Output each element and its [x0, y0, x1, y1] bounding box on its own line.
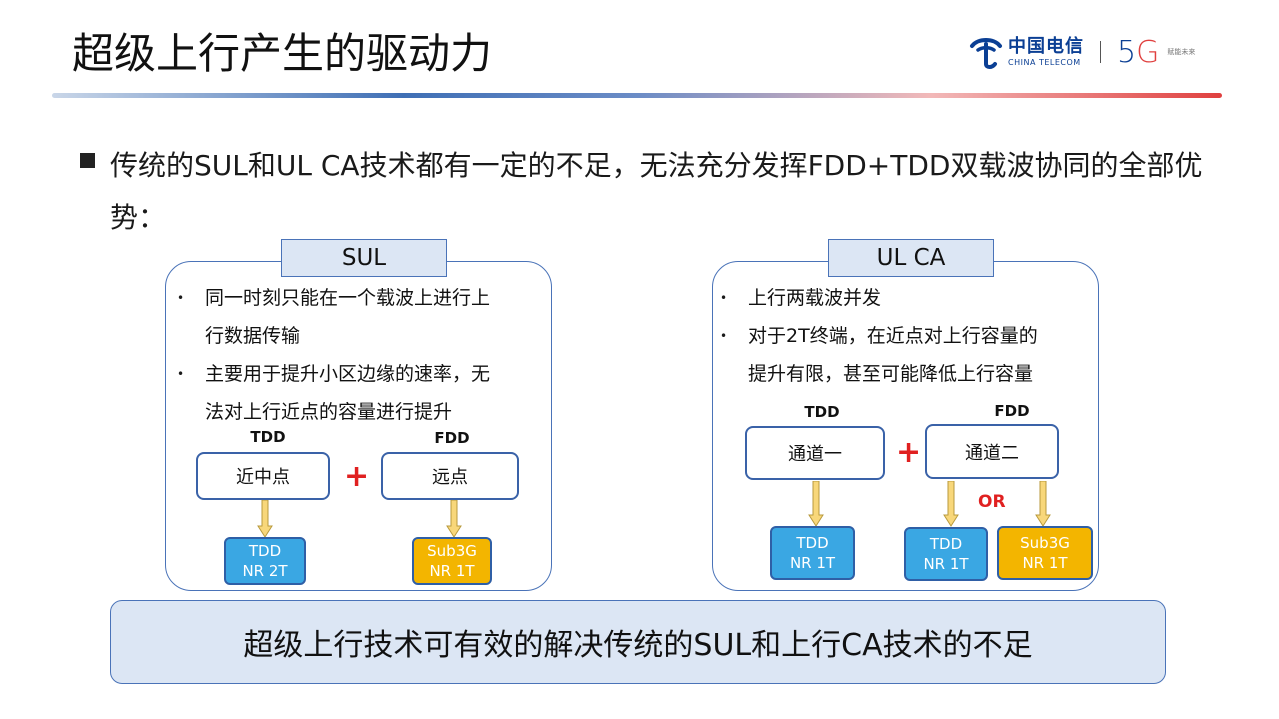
ulca-chip-sub3g: Sub3G NR 1T [997, 526, 1093, 580]
sul-panel [165, 261, 552, 591]
ulca-chip-tdd-b-line2: NR 1T [923, 555, 969, 573]
ulca-label-fdd: FDD [994, 402, 1030, 420]
ulca-chip-sub3g-line2: NR 1T [1022, 554, 1068, 572]
down-arrow-icon [943, 481, 959, 527]
logo-5g: 5G [1117, 35, 1159, 70]
ulca-bullet-1: 上行两载波并发 [748, 279, 1093, 317]
plus-icon: + [896, 435, 922, 470]
header-divider [52, 93, 1222, 98]
sul-node-near: 近中点 [196, 452, 330, 500]
summary-box: 超级上行技术可有效的解决传统的SUL和上行CA技术的不足 [110, 600, 1166, 684]
sul-label-fdd: FDD [434, 429, 470, 447]
ulca-node-channel-2: 通道二 [925, 424, 1059, 479]
ulca-bullet-2-line2: 提升有限，甚至可能降低上行容量 [748, 363, 1034, 385]
intro-text: 传统的SUL和UL CA技术都有一定的不足，无法充分发挥FDD+TDD双载波协同… [110, 149, 1203, 234]
sul-bullet-2-line2: 法对上行近点的容量进行提升 [205, 401, 453, 423]
bullet-dot-icon: • [720, 329, 728, 343]
sul-bullet-1: 同一时刻只能在一个载波上进行上 行数据传输 [205, 279, 550, 355]
ulca-node-channel-1: 通道一 [745, 426, 885, 480]
sul-chip-tdd-line2: NR 2T [242, 562, 288, 580]
ulca-chip-sub3g-line1: Sub3G [1020, 534, 1070, 552]
ulca-chip-tdd-b-line1: TDD [929, 535, 963, 553]
ulca-chip-tdd-b: TDD NR 1T [904, 527, 988, 581]
ulca-bullet-1-line1: 上行两载波并发 [748, 287, 882, 309]
sul-bullet-1-line2: 行数据传输 [205, 325, 301, 347]
down-arrow-icon [257, 500, 273, 538]
bullet-dot-icon: • [177, 291, 185, 305]
china-telecom-mark-icon [970, 38, 1002, 69]
logo-5g-digit: 5 [1117, 34, 1137, 70]
square-bullet-icon [80, 153, 95, 168]
logo-brand-en: CHINA TELECOM [1008, 57, 1081, 67]
down-arrow-icon [1035, 481, 1051, 527]
sul-bullet-1-line1: 同一时刻只能在一个载波上进行上 [205, 287, 491, 309]
ulca-chip-tdd-a: TDD NR 1T [770, 526, 855, 580]
logo-slogan: 赋能未来 [1167, 48, 1196, 56]
sul-label-tdd: TDD [250, 428, 286, 446]
ulca-label-tdd: TDD [804, 403, 840, 421]
sul-chip-sub3g-line1: Sub3G [427, 542, 477, 560]
logo-5g-letter: G [1136, 34, 1160, 70]
bullet-dot-icon: • [177, 367, 185, 381]
page-title: 超级上行产生的驱动力 [72, 29, 493, 78]
logo-brand-cn: 中国电信 [1008, 35, 1084, 57]
sul-node-far: 远点 [381, 452, 519, 500]
or-label: OR [978, 492, 1006, 512]
sul-chip-tdd: TDD NR 2T [224, 537, 306, 585]
logo-divider [1100, 41, 1101, 63]
sul-bullet-2: 主要用于提升小区边缘的速率，无 法对上行近点的容量进行提升 [205, 355, 550, 431]
sul-chip-sub3g: Sub3G NR 1T [412, 537, 492, 585]
sul-chip-tdd-line1: TDD [248, 542, 282, 560]
ulca-bullet-2: 对于2T终端，在近点对上行容量的 提升有限，甚至可能降低上行容量 [748, 317, 1093, 393]
china-telecom-logo: 中国电信 CHINA TELECOM 5G 赋能未来 [968, 30, 1228, 74]
sul-bullet-2-line1: 主要用于提升小区边缘的速率，无 [205, 363, 491, 385]
plus-icon: + [344, 459, 370, 494]
ulca-bullet-2-line1: 对于2T终端，在近点对上行容量的 [748, 325, 1038, 347]
ulca-chip-tdd-a-line2: NR 1T [789, 554, 836, 572]
sul-tab: SUL [281, 239, 447, 277]
sul-chip-sub3g-line2: NR 1T [429, 562, 475, 580]
ulca-tab: UL CA [828, 239, 994, 277]
bullet-dot-icon: • [720, 291, 728, 305]
down-arrow-icon [446, 500, 462, 538]
summary-text: 超级上行技术可有效的解决传统的SUL和上行CA技术的不足 [243, 628, 1033, 663]
ulca-chip-tdd-a-line1: TDD [796, 534, 829, 552]
down-arrow-icon [808, 481, 824, 527]
